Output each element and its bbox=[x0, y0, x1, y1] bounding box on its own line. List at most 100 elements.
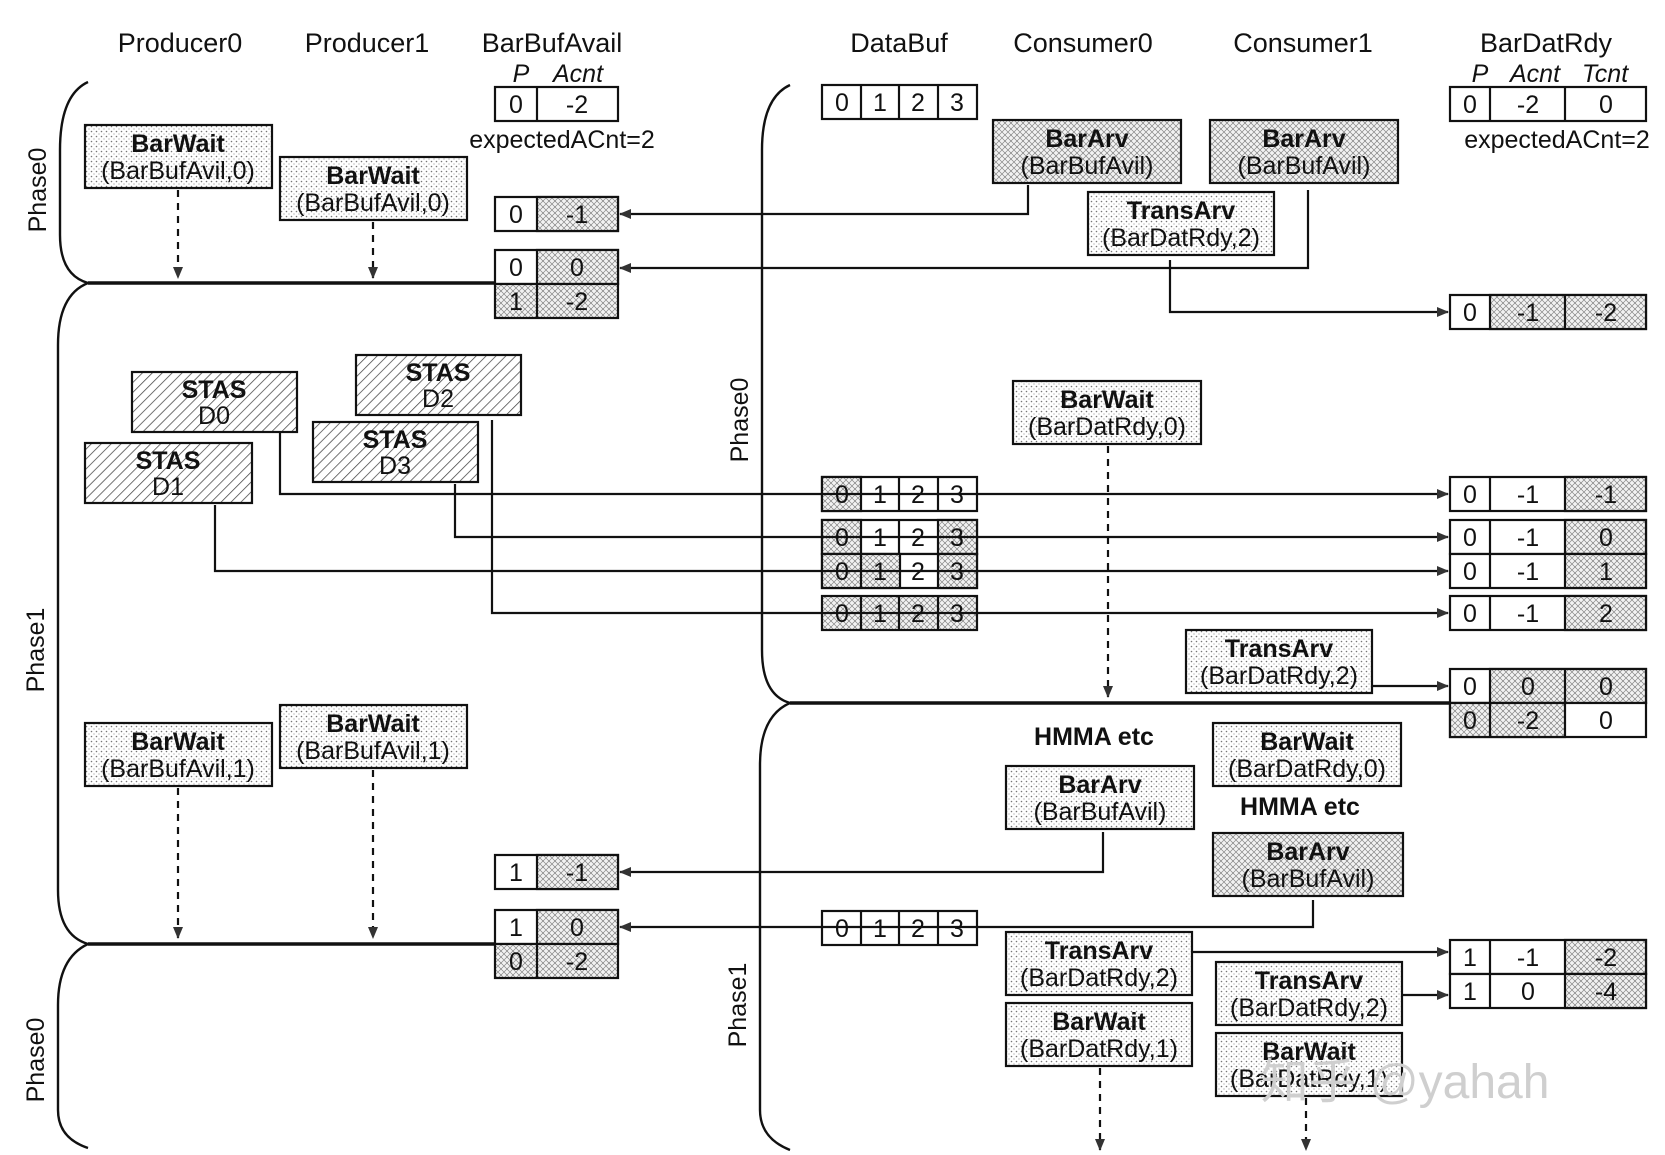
right-reg-3-p: 0 bbox=[1463, 524, 1477, 552]
right-reg-9: 1 0 -4 bbox=[1448, 972, 1648, 1010]
left-reg-3-p: 1 bbox=[509, 288, 523, 316]
subhdr-left-p: P bbox=[513, 60, 530, 88]
right-reg-6-tcnt: 0 bbox=[1599, 673, 1613, 701]
right-reg-2-acnt: -1 bbox=[1517, 481, 1539, 509]
consumer1-barwait-datrdy-phase0: BarWait (BarDatRdy,0) bbox=[1211, 721, 1403, 788]
right-reg-initial-acnt: -2 bbox=[1517, 91, 1539, 119]
right-reg-1: 0 -1 -2 bbox=[1448, 293, 1648, 331]
producer1-barwait-phase1-sub: (BarBufAvil,1) bbox=[296, 737, 450, 765]
left-reg-5-p: 1 bbox=[509, 914, 523, 942]
right-timeline bbox=[758, 83, 1450, 1152]
col-consumer0: Consumer0 bbox=[1013, 28, 1153, 58]
right-reg-6-acnt: 0 bbox=[1521, 673, 1535, 701]
consumer1-transarv-phase1-sub: (BarDatRdy,2) bbox=[1230, 994, 1388, 1022]
phase-right-bottom: Phase1 bbox=[724, 963, 752, 1048]
phase-left-top: Phase0 bbox=[24, 148, 52, 233]
transarv-phase0-late: TransArv (BarDatRdy,2) bbox=[1184, 628, 1374, 695]
right-reg-5-p: 0 bbox=[1463, 600, 1477, 628]
producer1-barwait-phase1: BarWait (BarBufAvil,1) bbox=[278, 703, 469, 770]
transarv-phase0-late-sub: (BarDatRdy,2) bbox=[1200, 662, 1358, 690]
right-reg-6-p: 0 bbox=[1463, 673, 1477, 701]
right-reg-initial-p: 0 bbox=[1463, 91, 1477, 119]
stas-d3-sub: D3 bbox=[379, 452, 411, 480]
databuf-initial-cell-0: 0 bbox=[835, 89, 849, 117]
col-producer0: Producer0 bbox=[118, 28, 243, 58]
watermark: 知乎 @yahah bbox=[1261, 1056, 1550, 1109]
consumer0-barwait-datrdy-phase1-sub: (BarDatRdy,1) bbox=[1020, 1035, 1178, 1063]
right-reg-8-tcnt: -2 bbox=[1595, 944, 1617, 972]
transarv-phase0-late-title: TransArv bbox=[1225, 635, 1333, 663]
stas-d0: STAS D0 bbox=[130, 370, 299, 434]
left-reg-4-p: 1 bbox=[509, 859, 523, 887]
stas-d2-title: STAS bbox=[406, 359, 471, 387]
consumer0-barwait-datrdy-phase1: BarWait (BarDatRdy,1) bbox=[1004, 1001, 1194, 1068]
producer1-barwait-phase0-sub: (BarBufAvil,0) bbox=[296, 189, 450, 217]
databuf-phase1-cell-3: 3 bbox=[950, 915, 964, 943]
databuf-phase1-cell-2: 2 bbox=[911, 915, 925, 943]
left-timeline bbox=[56, 80, 495, 1150]
consumer1-barwait-datrdy-phase1-title: BarWait bbox=[1262, 1038, 1356, 1066]
producer0-barwait-phase1-sub: (BarBufAvil,1) bbox=[101, 755, 255, 783]
producer1-barwait-phase1-title: BarWait bbox=[326, 710, 420, 738]
consumer1-bararv-phase0-title: BarArv bbox=[1262, 125, 1345, 153]
consumer0-transarv-phase1-title: TransArv bbox=[1045, 937, 1153, 965]
consumer1-barwait-datrdy-phase1-sub: (BarDatRdy,1) bbox=[1230, 1065, 1388, 1093]
left-reg-6-p: 0 bbox=[509, 948, 523, 976]
left-reg-2: 0 0 bbox=[493, 248, 620, 286]
right-reg-7-p: 0 bbox=[1463, 707, 1477, 735]
consumer1-barwait-datrdy-phase0-sub: (BarDatRdy,0) bbox=[1228, 755, 1386, 783]
expected-acnt-right: expectedACnt=2 bbox=[1464, 126, 1650, 154]
right-reg-6: 0 0 0 bbox=[1448, 667, 1648, 705]
right-reg-2-tcnt: -1 bbox=[1595, 481, 1617, 509]
stas-d2-sub: D2 bbox=[422, 385, 454, 413]
left-reg-2-p: 0 bbox=[509, 254, 523, 282]
consumer1-barwait-datrdy-phase0-title: BarWait bbox=[1260, 728, 1354, 756]
consumer1-bararv-phase0-sub: (BarBufAvil) bbox=[1238, 152, 1371, 180]
phase-right-top: Phase0 bbox=[726, 378, 754, 463]
right-reg-4-p: 0 bbox=[1463, 558, 1477, 586]
right-reg-2-p: 0 bbox=[1463, 481, 1477, 509]
phase-left-mid: Phase1 bbox=[22, 608, 50, 693]
stas-d0-sub: D0 bbox=[198, 402, 230, 430]
left-reg-5-acnt: 0 bbox=[570, 914, 584, 942]
subhdr-right-acnt: Acnt bbox=[1508, 60, 1561, 88]
right-reg-7-acnt: -2 bbox=[1517, 707, 1539, 735]
phase-left-bottom: Phase0 bbox=[22, 1018, 50, 1103]
stas-d3: STAS D3 bbox=[311, 420, 480, 484]
col-producer1: Producer1 bbox=[305, 28, 430, 58]
left-reg-6-acnt: -2 bbox=[566, 948, 588, 976]
right-reg-4: 0 -1 1 bbox=[1448, 552, 1648, 590]
right-reg-2: 0 -1 -1 bbox=[1448, 475, 1648, 513]
consumer0-transarv-phase1-sub: (BarDatRdy,2) bbox=[1020, 964, 1178, 992]
right-reg-7: 0 -2 0 bbox=[1448, 701, 1648, 739]
transarv-phase0: TransArv (BarDatRdy,2) bbox=[1086, 190, 1276, 257]
right-reg-1-acnt: -1 bbox=[1517, 299, 1539, 327]
col-barbufavail: BarBufAvail bbox=[482, 28, 623, 58]
left-reg-4-acnt: -1 bbox=[566, 859, 588, 887]
left-reg-6: 0 -2 bbox=[493, 942, 620, 980]
right-reg-5: 0 -1 2 bbox=[1448, 594, 1648, 632]
consumer0-barwait-datrdy-phase0-sub: (BarDatRdy,0) bbox=[1028, 413, 1186, 441]
left-reg-1-p: 0 bbox=[509, 201, 523, 229]
stas-d3-title: STAS bbox=[363, 426, 428, 454]
stas-d1: STAS D1 bbox=[83, 441, 254, 505]
right-reg-initial-tcnt: 0 bbox=[1599, 91, 1613, 119]
stas-d1-title: STAS bbox=[136, 447, 201, 475]
connectors bbox=[173, 185, 1449, 1151]
right-reg-9-p: 1 bbox=[1463, 978, 1477, 1006]
databuf-phase1-cell-0: 0 bbox=[835, 915, 849, 943]
stas-d2: STAS D2 bbox=[354, 353, 523, 417]
consumer1-bararv-phase1-sub: (BarBufAvil) bbox=[1242, 865, 1375, 893]
right-reg-8: 1 -1 -2 bbox=[1448, 938, 1648, 976]
right-reg-8-p: 1 bbox=[1463, 944, 1477, 972]
subhdr-left-acnt: Acnt bbox=[551, 60, 604, 88]
consumer1-transarv-phase1-title: TransArv bbox=[1255, 967, 1363, 995]
col-databuf: DataBuf bbox=[850, 28, 948, 58]
consumer0-bararv-phase0-sub: (BarBufAvil) bbox=[1021, 152, 1154, 180]
right-reg-7-tcnt: 0 bbox=[1599, 707, 1613, 735]
right-reg-9-tcnt: -4 bbox=[1595, 978, 1617, 1006]
consumer1-transarv-phase1: TransArv (BarDatRdy,2) bbox=[1214, 960, 1404, 1027]
databuf-initial-cell-3: 3 bbox=[950, 89, 964, 117]
consumer0-transarv-phase1: TransArv (BarDatRdy,2) bbox=[1004, 930, 1194, 997]
